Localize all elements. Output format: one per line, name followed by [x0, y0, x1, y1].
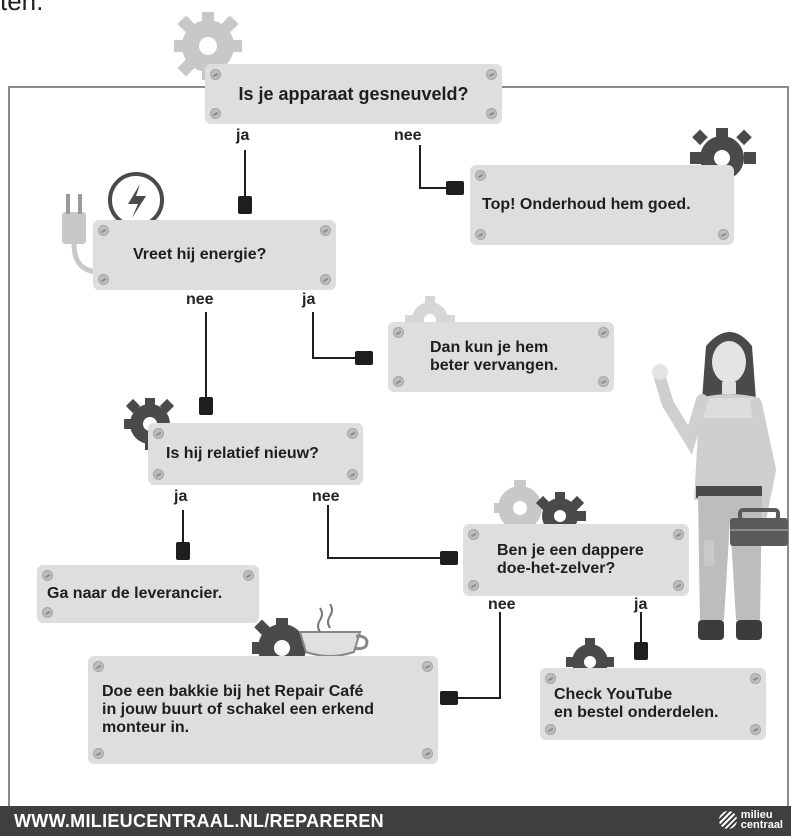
screw-icon: [393, 376, 404, 387]
gear-icon-q4: [494, 480, 542, 530]
screw-icon: [93, 661, 104, 672]
handywoman-illustration: [652, 332, 788, 640]
result-box-supplier: Ga naar de leverancier.: [37, 565, 259, 623]
screw-icon: [422, 748, 433, 759]
result-text: Dan kun je hem beter vervangen.: [430, 339, 559, 374]
result-text: Check YouTube en bestel onderdelen.: [554, 686, 719, 721]
screw-icon: [475, 229, 486, 240]
result-text: Ga naar de leverancier.: [47, 585, 223, 602]
screw-icon: [750, 673, 761, 684]
screw-icon: [545, 673, 556, 684]
screw-icon: [98, 274, 109, 285]
result-text: Doe een bakkie bij het Repair Café in jo…: [102, 683, 375, 736]
screw-icon: [153, 469, 164, 480]
logo-mark-icon: [718, 811, 737, 829]
result-box-youtube: Check YouTube en bestel onderdelen.: [540, 668, 766, 740]
screw-icon: [153, 428, 164, 439]
plug-connectors: [176, 181, 648, 705]
screw-icon: [486, 69, 497, 80]
label-q3-yes: ja: [174, 488, 188, 505]
result-text: Top! Onderhoud hem goed.: [482, 196, 691, 213]
question-text: Is hij relatief nieuw?: [166, 445, 319, 462]
flow-connectors: [182, 145, 642, 699]
logo-line1: milieu: [740, 809, 773, 821]
question-box-energy: Vreet hij energie?: [93, 220, 336, 290]
question-text: Ben je een dappere doe-het-zelver?: [497, 542, 644, 577]
screw-icon: [673, 529, 684, 540]
screw-icon: [422, 661, 433, 672]
screw-icon: [393, 327, 404, 338]
screw-icon: [320, 225, 331, 236]
screw-icon: [98, 225, 109, 236]
label-q4-yes: ja: [634, 596, 648, 613]
screw-icon: [320, 274, 331, 285]
label-q3-no: nee: [312, 488, 340, 505]
label-q4-no: nee: [488, 596, 516, 613]
screw-icon: [93, 748, 104, 759]
result-box-replace: Dan kun je hem beter vervangen.: [388, 322, 614, 392]
screw-icon: [42, 570, 53, 581]
screw-icon: [42, 607, 53, 618]
label-q1-no: nee: [394, 127, 422, 144]
screw-icon: [475, 170, 486, 181]
question-text: Is je apparaat gesneuveld?: [238, 84, 469, 104]
screw-icon: [243, 570, 254, 581]
screw-icon: [598, 327, 609, 338]
screw-icon: [598, 376, 609, 387]
lightning-icon: [108, 172, 164, 228]
screw-icon: [210, 108, 221, 119]
screw-icon: [486, 108, 497, 119]
question-box-broken: Is je apparaat gesneuveld?: [205, 64, 502, 124]
result-box-repair-cafe: Doe een bakkie bij het Repair Café in jo…: [88, 656, 438, 764]
question-box-new: Is hij relatief nieuw?: [148, 423, 363, 485]
footer-url-link[interactable]: WWW.MILIEUCENTRAAL.NL/REPAREREN: [14, 811, 384, 831]
question-text: Vreet hij energie?: [133, 246, 267, 263]
result-box-maintain: Top! Onderhoud hem goed.: [470, 165, 734, 245]
label-q2-no: nee: [186, 291, 214, 308]
screw-icon: [347, 428, 358, 439]
coffee-cup-icon: [298, 603, 369, 657]
label-q2-yes: ja: [302, 291, 316, 308]
screw-icon: [347, 469, 358, 480]
header-fragment: ten.: [0, 0, 44, 16]
screw-icon: [468, 580, 479, 591]
logo-line2: centraal: [740, 819, 783, 831]
screw-icon: [210, 69, 221, 80]
screw-icon: [545, 724, 556, 735]
screw-icon: [673, 580, 684, 591]
screw-icon: [468, 529, 479, 540]
question-box-diy: Ben je een dappere doe-het-zelver?: [463, 524, 689, 596]
screw-icon: [750, 724, 761, 735]
screw-icon: [718, 229, 729, 240]
label-q1-yes: ja: [236, 127, 250, 144]
